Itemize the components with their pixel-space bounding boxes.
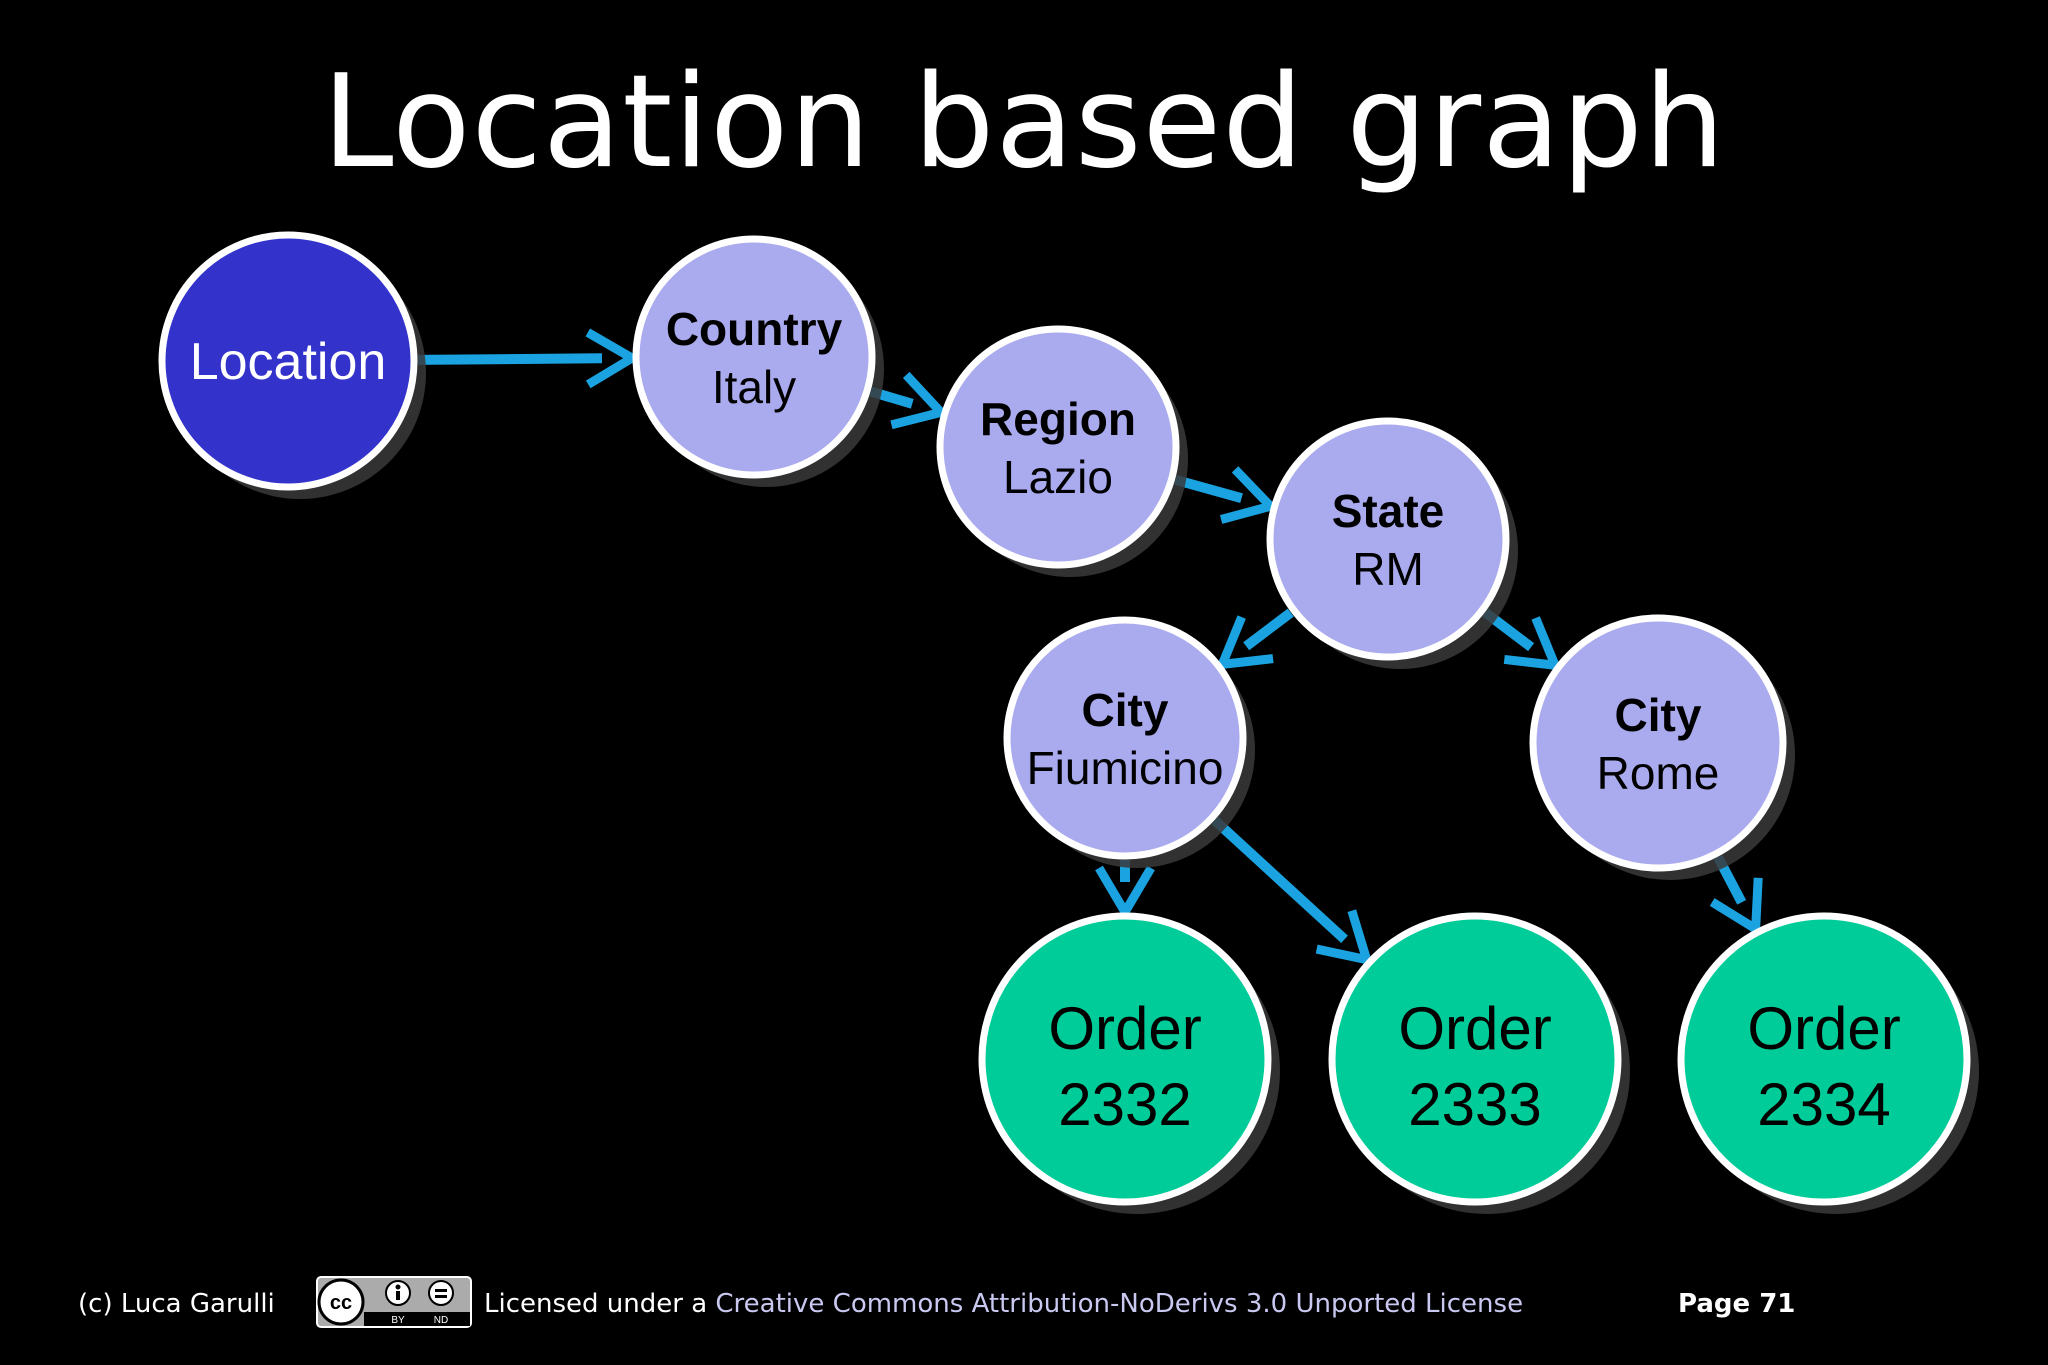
node-location[interactable]: Location <box>158 231 426 499</box>
edge-city-fiumicino-to-order-2333 <box>1211 816 1374 966</box>
node-label: 2333 <box>1408 1071 1541 1138</box>
page-number: Page 71 <box>1678 1289 1796 1319</box>
edge-location-to-country <box>417 328 641 389</box>
footer-author: (c) Luca Garulli <box>78 1289 275 1319</box>
nodes-layer: LocationCountryItalyRegionLazioStateRMCi… <box>158 231 1979 1214</box>
node-title: Country <box>666 303 843 355</box>
edge-region-to-state <box>1174 466 1280 524</box>
node-label: Location <box>190 333 387 391</box>
node-label: Italy <box>712 361 796 413</box>
cc-nd-label: ND <box>434 1315 448 1326</box>
node-order-2334[interactable]: Order 2334 <box>1677 912 1979 1214</box>
node-title: Order <box>1048 995 1201 1062</box>
edge-state-to-city-fiumicino <box>1215 608 1294 670</box>
license-prefix: Licensed under a <box>484 1289 716 1319</box>
node-title: State <box>1332 485 1444 537</box>
node-order-2332[interactable]: Order 2332 <box>978 912 1280 1214</box>
cc-license-badge-icon[interactable]: cc BY ND <box>316 1276 472 1328</box>
node-title: Order <box>1747 995 1900 1062</box>
node-label: Rome <box>1597 747 1720 799</box>
node-order-2333[interactable]: Order 2333 <box>1328 912 1630 1214</box>
node-label: Fiumicino <box>1027 742 1224 794</box>
cc-symbol: cc <box>330 1292 352 1314</box>
node-label: 2334 <box>1757 1071 1890 1138</box>
node-label: Lazio <box>1003 451 1113 503</box>
license-link[interactable]: Creative Commons Attribution-NoDerivs 3.… <box>715 1289 1524 1319</box>
node-title: Order <box>1398 995 1551 1062</box>
cc-by-label: BY <box>391 1315 405 1326</box>
node-label: RM <box>1352 543 1424 595</box>
edge-state-to-city-rome <box>1482 608 1563 671</box>
node-title: City <box>1615 689 1702 741</box>
node-title: Region <box>980 393 1136 445</box>
node-title: City <box>1082 684 1169 736</box>
footer-license: Licensed under a Creative Commons Attrib… <box>484 1284 1523 1324</box>
slide-title: Location based graph <box>322 48 1726 197</box>
node-label: 2332 <box>1058 1071 1191 1138</box>
